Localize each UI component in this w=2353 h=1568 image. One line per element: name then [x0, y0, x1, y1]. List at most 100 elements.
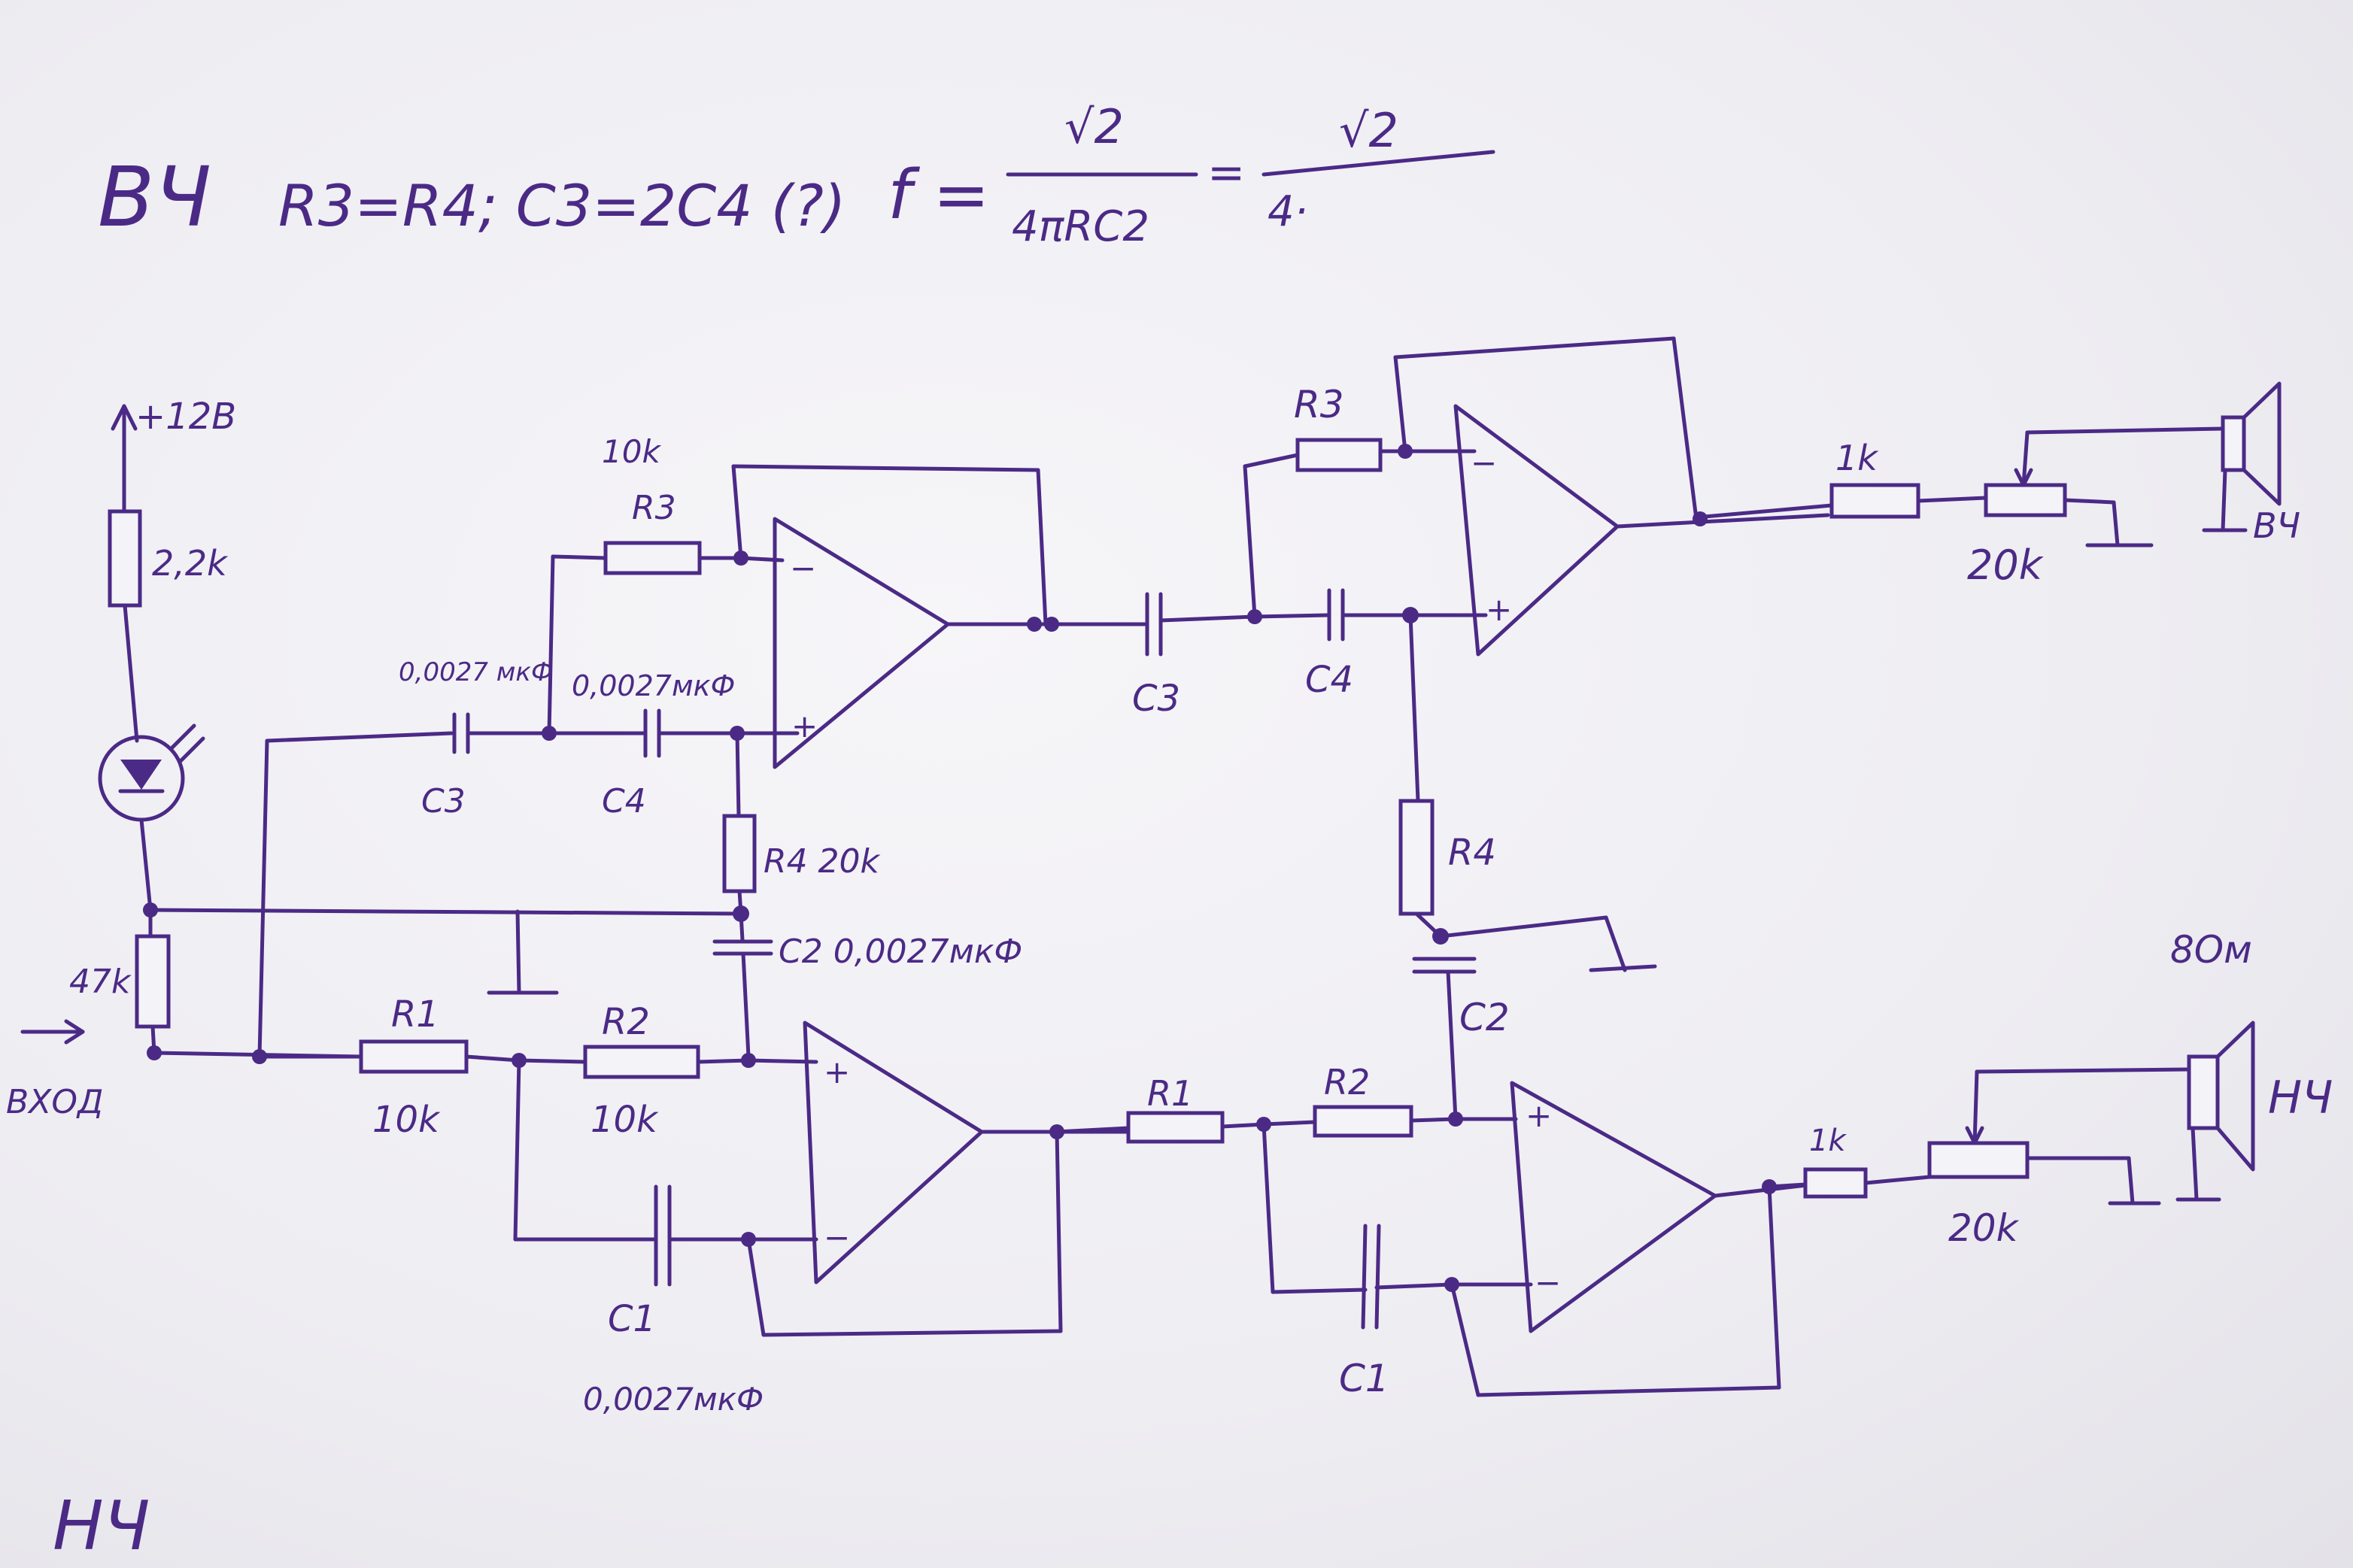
- hp1-opamp-icon: [773, 517, 950, 769]
- hp2-r3-resistor: [1295, 438, 1383, 472]
- input-to-highpass-wire: [257, 739, 269, 1059]
- lp2-c1-plate-a: [1361, 1224, 1368, 1330]
- hf-series-resistor-value: 1k: [1835, 438, 1879, 478]
- lf-speaker-icon: [2187, 1054, 2220, 1130]
- bias-rail-wire: [148, 908, 747, 916]
- hp2-c2-to-lowpass-wire: [1446, 969, 1458, 1121]
- r3-value: 10k: [602, 433, 661, 470]
- supply-section: +12В 2,2k 47k ВХОД: [6, 396, 747, 1121]
- formula-fraction-bar-2: [1262, 150, 1495, 177]
- r2-right-lead: [696, 1058, 751, 1064]
- formula-numerator-1: √2: [1064, 99, 1124, 154]
- formula-denominator-2: 4·: [1268, 187, 1307, 236]
- lf-wiper-up: [1972, 1069, 1979, 1145]
- lp1-opamp-minus: −: [824, 1219, 850, 1256]
- hp1-opamp-minus: −: [790, 550, 816, 587]
- lp2-c1-left-lead: [1271, 1287, 1368, 1294]
- r3-feedback-left-wire: [547, 554, 555, 735]
- hf-speaker-icon: [2221, 415, 2246, 472]
- lp1-r1-resistor: [359, 1039, 469, 1074]
- lp2-opamp-icon: [1510, 1081, 1717, 1333]
- c2-to-lowpass-wire: [741, 951, 751, 1059]
- lowpass-stage-2: R1 R2 C1 + −: [1055, 1062, 1815, 1400]
- footer-band-label: НЧ: [53, 1487, 150, 1566]
- input-bias-resistor-value: 47k: [69, 963, 132, 1001]
- lf-series-right-lead: [1863, 1175, 1932, 1185]
- lp2-r1-resistor: [1126, 1111, 1225, 1144]
- hp1-output-node-dot-2: [1044, 617, 1059, 632]
- feedback-up-wire: [731, 464, 743, 560]
- lf-series-resistor: [1803, 1167, 1868, 1199]
- header-band-label: ВЧ: [98, 149, 211, 245]
- lf-pot-value: 20k: [1948, 1206, 2020, 1250]
- led-to-node-wire: [139, 817, 153, 912]
- lp2-feedback-down: [1767, 1184, 1781, 1390]
- lf-pot: [1927, 1141, 2030, 1179]
- hp2-feedback-top: [1393, 336, 1676, 359]
- hp2-opamp-plus: +: [1486, 591, 1512, 628]
- supply-to-led-wire: [123, 603, 139, 743]
- supply-arrow-icon: [111, 404, 138, 431]
- c3-left-wire: [265, 731, 454, 743]
- hf-speaker-label: ВЧ: [2253, 505, 2300, 546]
- supply-resistor-value: 2,2k: [152, 543, 229, 584]
- lp1-c1-value: 0,0027мкФ: [583, 1381, 764, 1418]
- lp1-opamp-icon: [803, 1021, 984, 1284]
- highpass-stage-1: 0,0027 мкФ C3 0,0027мкФ C4 10k R3 − + R4…: [265, 433, 1131, 1059]
- hp2-r4-resistor: [1398, 799, 1435, 916]
- lf-wiper-to-speaker: [1975, 1067, 2191, 1074]
- rail-ground-drop: [515, 909, 521, 995]
- formula-numerator-2: √2: [1339, 103, 1398, 158]
- hp2-r4-top-wire: [1408, 613, 1420, 803]
- hf-series-right-lead: [1916, 496, 1988, 503]
- lf-speaker-cone: [2215, 1021, 2255, 1172]
- hp2-ground-icon: [1589, 964, 1657, 972]
- r1-right-lead: [464, 1054, 521, 1063]
- lp2-r2-name: R2: [1324, 1062, 1370, 1102]
- lf-speaker-label: НЧ: [2268, 1072, 2333, 1124]
- hf-speaker-cone: [2242, 381, 2282, 506]
- hf-pot-value: 20k: [1967, 541, 2045, 589]
- hf-output: 1k 20k ВЧ: [1694, 381, 2300, 589]
- lf-pot-ground-drop: [2127, 1156, 2135, 1206]
- supply-label: +12В: [135, 396, 236, 438]
- led-diode-triangle: [120, 760, 162, 790]
- lf-output: 1k 20k 8Ом НЧ: [1767, 928, 2333, 1250]
- lp2-opamp-plus: +: [1526, 1097, 1552, 1134]
- hp2-r3-left-drop: [1243, 464, 1257, 619]
- lp2-r2-resistor: [1313, 1105, 1413, 1138]
- header-condition: R3=R4; C3=2C4 (?): [278, 172, 846, 239]
- hf-wiper-to-speaker: [2025, 426, 2225, 435]
- lp1-feedback-up: [746, 1237, 766, 1337]
- r4-top-wire: [735, 731, 741, 818]
- c4-name: C4: [602, 782, 646, 820]
- hp2-c3-right-wire: [1158, 614, 1257, 623]
- hp2-c4-left-wire: [1252, 613, 1330, 619]
- lp1-c1-name: C1: [608, 1298, 656, 1340]
- lp1-r2-name: R2: [602, 1001, 650, 1043]
- led-ray-1: [169, 723, 196, 751]
- hp2-ground-wire: [1438, 915, 1608, 939]
- hp2-opamp-minus: −: [1471, 444, 1497, 481]
- hp2-r4-name: R4: [1448, 832, 1496, 874]
- input-label: ВХОД: [6, 1083, 103, 1121]
- supply-resistor: [108, 509, 142, 608]
- hp2-c3-name: C3: [1132, 678, 1180, 720]
- lf-speaker-impedance: 8Ом: [2170, 928, 2252, 972]
- lp1-feedback-down: [1055, 1130, 1063, 1333]
- lf-series-resistor-value: 1k: [1809, 1124, 1847, 1158]
- lp1-opamp-plus: +: [824, 1054, 850, 1090]
- hp1-opamp-plus: +: [791, 708, 818, 745]
- lf-series-left-lead: [1767, 1182, 1808, 1189]
- hf-pot-ground-drop: [2112, 500, 2120, 547]
- hf-series-resistor: [1829, 483, 1920, 519]
- lp2-input-wire: [1055, 1126, 1131, 1134]
- c3-value: 0,0027 мкФ: [399, 657, 553, 687]
- r2-left-lead: [517, 1058, 587, 1064]
- r3-name: R3: [632, 489, 676, 527]
- feedback-top-wire: [731, 464, 1040, 472]
- hp2-c2-name: C2: [1459, 996, 1510, 1039]
- hp2-ground-drop: [1604, 915, 1627, 972]
